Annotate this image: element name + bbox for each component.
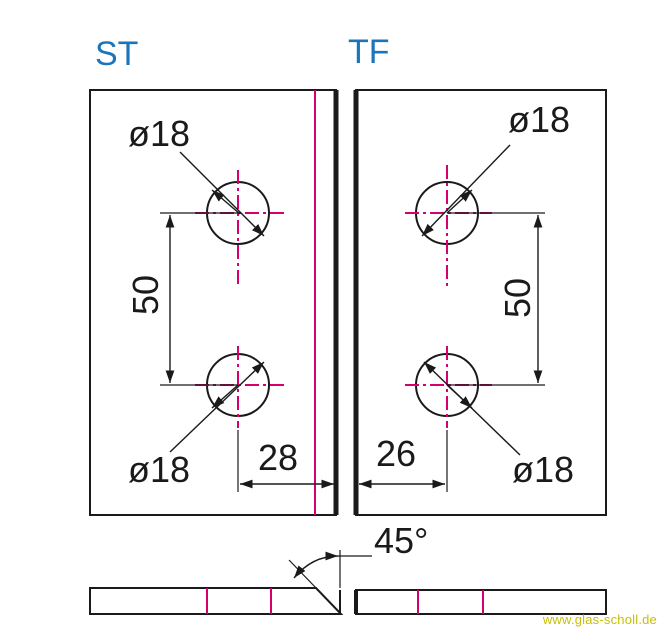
left-plate: ø18 ø18 50 28 (89, 89, 339, 516)
left-bottom-diameter-leader (169, 361, 265, 453)
left-bottom-diameter-label: ø18 (128, 449, 190, 490)
right-title: TF (348, 33, 390, 71)
left-title: ST (95, 35, 138, 73)
left-section-bar (89, 587, 344, 615)
right-spacing-label: 50 (497, 278, 538, 318)
right-bottom-diameter-label: ø18 (512, 449, 574, 490)
left-top-diameter-label: ø18 (128, 113, 190, 154)
watermark-text: www.glas-scholl.de (542, 612, 657, 627)
right-edge-offset-label: 26 (376, 433, 416, 474)
right-top-diameter-label: ø18 (508, 99, 570, 140)
left-top-diameter-leader (179, 151, 265, 237)
bevel-angle-label: 45° (374, 520, 428, 561)
left-spacing-label: 50 (125, 275, 166, 315)
right-top-diameter-leader (421, 144, 511, 237)
section-view: 45° (89, 520, 607, 615)
right-bottom-diameter-leader (423, 361, 521, 456)
right-section-bar (355, 589, 607, 615)
bevel-angle-arc (293, 551, 339, 579)
left-centerlines (195, 170, 286, 428)
right-plate: ø18 ø18 50 26 (353, 89, 607, 516)
left-edge-offset-label: 28 (258, 437, 298, 478)
